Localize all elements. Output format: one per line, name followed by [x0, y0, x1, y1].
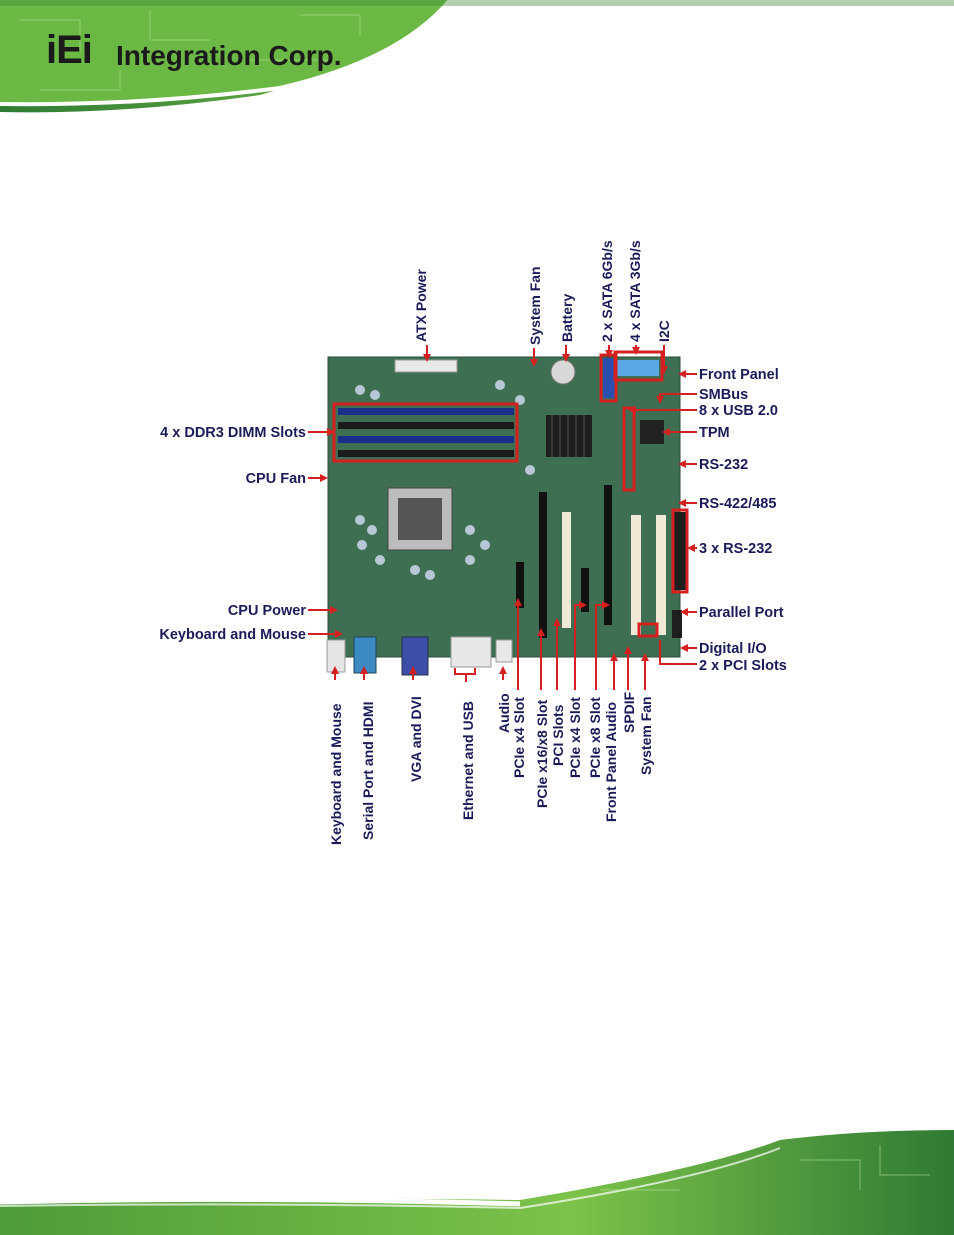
label-pcie-x4-slot-1: PCIe x4 Slot — [511, 697, 527, 778]
label-vga-dvi: VGA and DVI — [408, 696, 424, 782]
label-3x-rs232: 3 x RS-232 — [699, 541, 772, 557]
label-sata-6gb: 2 x SATA 6Gb/s — [599, 240, 615, 342]
label-2x-pci-slots: 2 x PCI Slots — [699, 658, 787, 674]
label-audio: Audio — [496, 693, 512, 733]
label-usb: 8 x USB 2.0 — [699, 403, 778, 419]
label-dimm-slots: 4 x DDR3 DIMM Slots — [160, 425, 306, 441]
dimm-slots — [338, 408, 514, 457]
label-pcie-x8-slot: PCIe x8 Slot — [587, 697, 603, 778]
label-atx-power: ATX Power — [413, 269, 429, 342]
label-pcie-x16-x8-slot: PCIe x16/x8 Slot — [534, 699, 550, 808]
label-ethernet-usb: Ethernet and USB — [460, 701, 476, 820]
label-serial-hdmi: Serial Port and HDMI — [360, 702, 376, 840]
left-callouts: 4 x DDR3 DIMM Slots CPU Fan CPU Power Ke… — [159, 425, 343, 643]
label-rs232: RS-232 — [699, 457, 748, 473]
bottom-callouts: Keyboard and Mouse Serial Port and HDMI … — [328, 598, 654, 845]
motherboard-image — [326, 356, 686, 676]
label-spdif: SPDIF — [621, 691, 637, 733]
label-rs422-485: RS-422/485 — [699, 496, 776, 512]
footer-banner — [0, 1130, 954, 1235]
label-front-panel-audio: Front Panel Audio — [603, 702, 619, 822]
label-system-fan-top: System Fan — [527, 266, 543, 345]
header-banner — [0, 0, 954, 113]
label-tpm: TPM — [699, 425, 730, 441]
label-keyboard-mouse-bottom: Keyboard and Mouse — [328, 703, 344, 845]
label-battery: Battery — [559, 294, 575, 342]
logo-mark: iEi — [46, 28, 93, 72]
right-callouts: Front Panel SMBus 8 x USB 2.0 TPM RS-232… — [628, 367, 787, 674]
label-cpu-power: CPU Power — [228, 603, 307, 619]
label-sata-3gb: 4 x SATA 3Gb/s — [627, 240, 643, 342]
label-parallel-port: Parallel Port — [699, 605, 784, 621]
label-front-panel: Front Panel — [699, 367, 779, 383]
logo-text: Integration Corp. — [116, 40, 342, 71]
label-pcie-x4-slot-2: PCIe x4 Slot — [567, 697, 583, 778]
label-system-fan-bottom: System Fan — [638, 696, 654, 775]
top-callouts: ATX Power System Fan Battery 2 x SATA 6G… — [413, 240, 672, 374]
label-i2c: I2C — [656, 320, 672, 342]
label-digital-io: Digital I/O — [699, 641, 767, 657]
label-keyboard-mouse-left: Keyboard and Mouse — [159, 627, 306, 643]
label-cpu-fan: CPU Fan — [246, 471, 306, 487]
label-smbus: SMBus — [699, 387, 748, 403]
label-pci-slots: PCI Slots — [550, 704, 566, 766]
